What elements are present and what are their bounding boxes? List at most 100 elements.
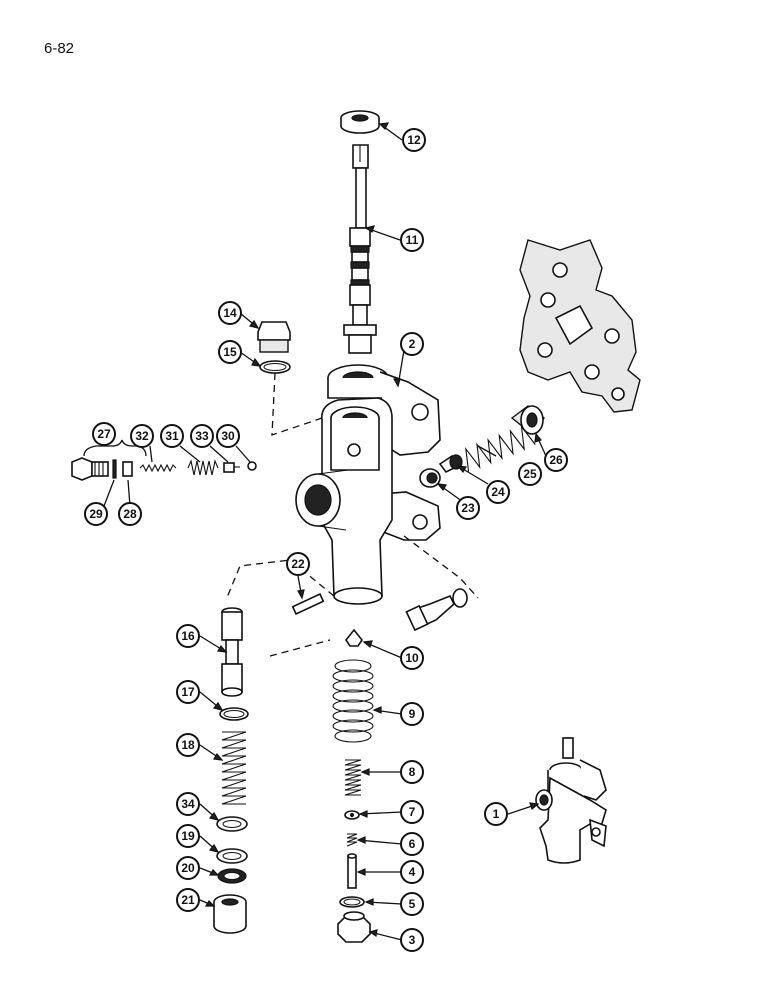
part-33-pin — [223, 462, 240, 473]
callout-label: 10 — [405, 651, 419, 665]
part-31-spring — [187, 459, 219, 476]
callout-label: 30 — [221, 429, 235, 443]
part-21-plug — [213, 894, 247, 934]
part-27-fitting — [71, 457, 109, 481]
part-32-spring — [139, 463, 177, 473]
callout-label: 26 — [549, 453, 563, 467]
callout-label: 15 — [223, 345, 237, 359]
part-2-valve-body — [295, 364, 441, 605]
callout-21: 21 — [176, 888, 200, 912]
callout-23: 23 — [456, 496, 480, 520]
callout-label: 14 — [223, 306, 237, 320]
callout-2: 2 — [400, 332, 424, 356]
part-4-pin — [347, 853, 357, 889]
callout-7: 7 — [400, 800, 424, 824]
callout-label: 31 — [165, 429, 179, 443]
page-number: 6-82 — [44, 40, 75, 57]
callout-label: 18 — [181, 738, 195, 752]
callout-24: 24 — [486, 480, 510, 504]
callout-6: 6 — [400, 832, 424, 856]
part-9-spring — [332, 659, 374, 743]
callout-28: 28 — [118, 502, 142, 526]
part-24-poppet — [438, 454, 463, 474]
assembly-lines — [225, 372, 479, 657]
callout-8: 8 — [400, 760, 424, 784]
part-1-assembly-view — [535, 737, 607, 864]
part-18-spring — [221, 731, 247, 805]
callout-29: 29 — [84, 502, 108, 526]
part-10-poppet — [345, 628, 363, 647]
part-25-spring — [465, 424, 536, 472]
callout-17: 17 — [176, 680, 200, 704]
callout-25: 25 — [518, 462, 542, 486]
callout-label: 21 — [181, 893, 195, 907]
callout-1: 1 — [484, 802, 508, 826]
callout-label: 19 — [181, 829, 195, 843]
callout-3: 3 — [400, 928, 424, 952]
callout-label: 1 — [493, 807, 500, 821]
callout-label: 9 — [409, 707, 416, 721]
callout-label: 6 — [409, 837, 416, 851]
callout-12: 12 — [402, 128, 426, 152]
callout-label: 12 — [407, 133, 421, 147]
bolt-and-washer — [405, 588, 468, 632]
callout-10: 10 — [400, 646, 424, 670]
part-28-nut — [122, 461, 133, 477]
part-29-washer — [112, 459, 117, 479]
part-30-ball — [247, 461, 257, 471]
callout-31: 31 — [160, 424, 184, 448]
callout-33: 33 — [190, 424, 214, 448]
part-16-piston — [221, 607, 243, 697]
callout-label: 23 — [461, 501, 475, 515]
part-12-seal — [340, 110, 380, 134]
callout-label: 4 — [409, 865, 416, 879]
callout-label: 22 — [291, 557, 305, 571]
callout-5: 5 — [400, 892, 424, 916]
callout-label: 34 — [181, 797, 195, 811]
callout-34: 34 — [176, 792, 200, 816]
callout-20: 20 — [176, 856, 200, 880]
part-14-plug — [257, 321, 291, 353]
part-17-snap-ring — [219, 707, 249, 721]
part-23-seat — [419, 468, 441, 488]
callout-label: 2 — [409, 337, 416, 351]
part-22-roll-pin — [291, 592, 325, 616]
callout-4: 4 — [400, 860, 424, 884]
part-20-o-ring — [217, 868, 247, 884]
callout-18: 18 — [176, 733, 200, 757]
part-8-spring — [344, 759, 362, 796]
callout-14: 14 — [218, 301, 242, 325]
callout-label: 33 — [195, 429, 209, 443]
callout-label: 7 — [409, 805, 416, 819]
callout-label: 25 — [523, 467, 537, 481]
callout-9: 9 — [400, 702, 424, 726]
callout-label: 11 — [406, 233, 419, 247]
part-7-washer — [344, 810, 360, 820]
part-5-o-ring — [339, 896, 365, 908]
callout-11: 11 — [400, 228, 424, 252]
callout-label: 32 — [135, 429, 149, 443]
callout-19: 19 — [176, 824, 200, 848]
callout-32: 32 — [130, 424, 154, 448]
callout-label: 28 — [123, 507, 137, 521]
gasket-plate — [519, 239, 641, 413]
callout-22: 22 — [286, 552, 310, 576]
callout-16: 16 — [176, 624, 200, 648]
callout-label: 16 — [181, 629, 195, 643]
part-19-washer — [216, 848, 248, 864]
part-34-washer — [216, 816, 248, 832]
callout-label: 17 — [181, 685, 195, 699]
callout-label: 20 — [181, 861, 195, 875]
callout-label: 27 — [97, 427, 111, 441]
part-15-o-ring — [259, 360, 291, 374]
callout-27: 27 — [92, 422, 116, 446]
callout-label: 3 — [409, 933, 416, 947]
part-6-spring — [346, 833, 358, 847]
callout-26: 26 — [544, 448, 568, 472]
callout-label: 5 — [409, 897, 416, 911]
callout-label: 29 — [89, 507, 103, 521]
part-3-hex-plug — [337, 911, 371, 943]
callout-30: 30 — [216, 424, 240, 448]
part-11-spool — [343, 144, 377, 354]
